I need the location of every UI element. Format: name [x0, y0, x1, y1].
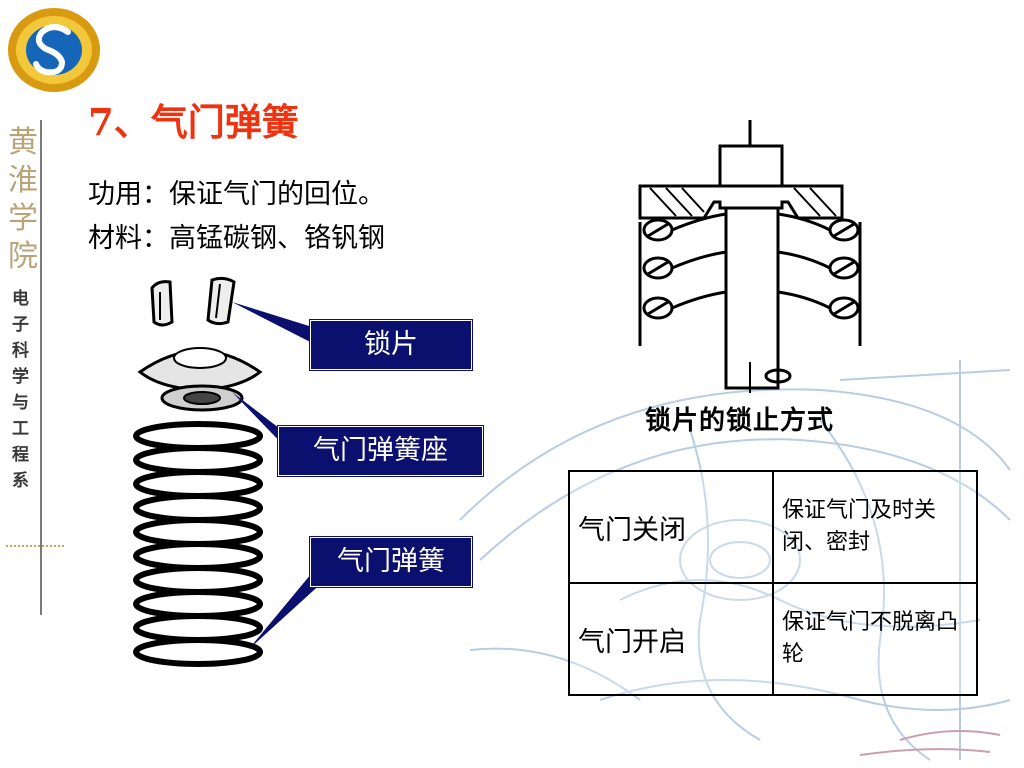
department-char: 学 — [12, 366, 29, 387]
material-description: 材料：高锰碳钢、铬钒钢 — [88, 223, 385, 254]
valve-state-table: 气门关闭 保证气门及时关闭、密封 气门开启 保证气门不脱离凸轮 — [568, 470, 978, 696]
table-row: 气门关闭 保证气门及时关闭、密封 — [568, 470, 978, 584]
coil-wire — [671, 212, 727, 232]
spring-seat-icon — [137, 347, 263, 412]
spring-coil — [133, 517, 263, 547]
spring-coil — [133, 421, 263, 451]
department-char: 电 — [12, 288, 29, 309]
spring-coil — [133, 637, 263, 667]
table-row: 气门开启 保证气门不脱离凸轮 — [568, 582, 978, 696]
table-cell-state: 气门开启 — [568, 582, 774, 696]
table-cell-effect: 保证气门及时关闭、密封 — [772, 470, 978, 584]
spring-coil — [133, 493, 263, 523]
department-char: 与 — [12, 393, 29, 413]
coil-wire — [777, 290, 831, 310]
coil-wire — [671, 250, 727, 270]
spring-coil — [133, 589, 263, 619]
lock-piece-label: 锁片 — [309, 319, 473, 371]
spring-coil — [133, 541, 263, 571]
calligraphy-char: 淮 — [8, 163, 38, 198]
calligraphy-char: 黄 — [8, 125, 38, 160]
calligraphy-char: 学 — [8, 201, 38, 236]
table-cell-state: 气门关闭 — [568, 470, 774, 584]
spring-seat-label: 气门弹簧座 — [277, 425, 484, 477]
department-char: 程 — [12, 445, 29, 465]
coil-hatch — [833, 260, 855, 276]
coil-hatch — [647, 260, 669, 276]
calligraphy-char: 院 — [8, 239, 38, 274]
coil-spring-icon — [133, 421, 263, 667]
table-cell-effect: 保证气门不脱离凸轮 — [772, 582, 978, 696]
coil-hatch — [833, 300, 855, 316]
coil-hatch — [647, 222, 669, 238]
dotted-divider — [6, 545, 64, 547]
lock-piece-icon — [150, 276, 236, 327]
department-char: 系 — [12, 471, 29, 491]
lock-mechanism-cross-section — [638, 120, 862, 393]
page-title: 7、气门弹簧 — [88, 100, 299, 144]
spring-coil — [133, 469, 263, 499]
diagram-caption: 锁片的锁止方式 — [645, 406, 835, 436]
coil-wire — [671, 290, 727, 310]
department-char: 工 — [12, 419, 29, 439]
spring-coil — [133, 445, 263, 475]
department-char: 科 — [12, 340, 29, 361]
sidebar-divider — [40, 120, 42, 615]
coil-hatch — [647, 300, 669, 316]
coil-wire — [777, 212, 831, 232]
function-description: 功用：保证气门的回位。 — [88, 179, 385, 210]
department-char: 子 — [12, 315, 29, 335]
valve-spring-label: 气门弹簧 — [309, 536, 473, 588]
valve-spring-exploded-illustration — [133, 276, 263, 667]
spring-coil — [133, 565, 263, 595]
spring-coil — [133, 613, 263, 643]
coil-hatch — [833, 222, 855, 238]
school-logo-icon — [8, 8, 100, 92]
coil-wire — [777, 250, 831, 270]
